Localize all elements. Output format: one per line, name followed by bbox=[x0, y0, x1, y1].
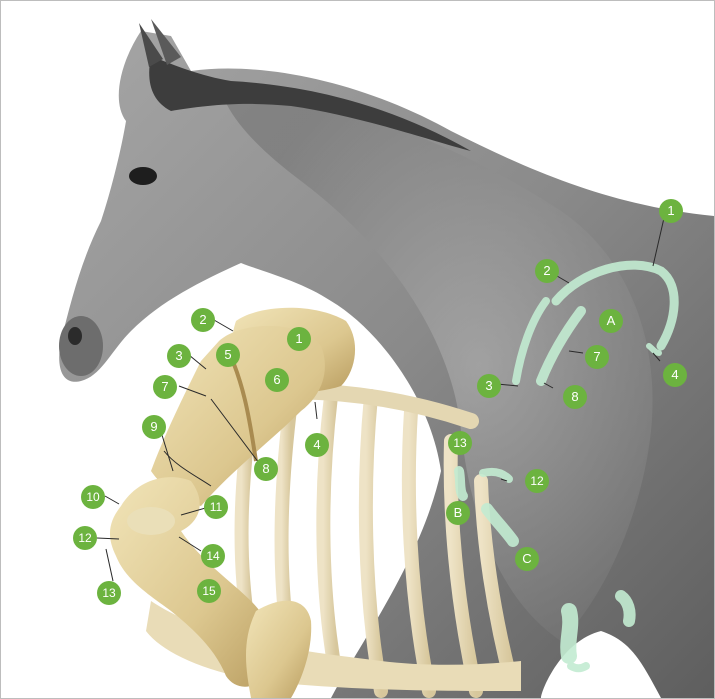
marker-5-region: 5 bbox=[216, 343, 240, 367]
marker-8-ridge-lower: 8 bbox=[254, 457, 278, 481]
marker-4-spine-rear: 4 bbox=[305, 433, 329, 457]
marker-12: 12 bbox=[73, 526, 97, 550]
marker-surface-3: 3 bbox=[477, 374, 501, 398]
horse-nostril bbox=[68, 327, 82, 345]
marker-9-neck: 9 bbox=[142, 415, 166, 439]
marker-1-scapula-area: 1 bbox=[287, 327, 311, 351]
marker-letter-b: B bbox=[446, 501, 470, 525]
marker-14: 14 bbox=[201, 544, 225, 568]
marker-11: 11 bbox=[204, 495, 228, 519]
marker-surface-8: 8 bbox=[563, 385, 587, 409]
shoulder-joint bbox=[127, 507, 175, 535]
marker-surface-1: 1 bbox=[659, 199, 683, 223]
marker-letter-c: C bbox=[515, 547, 539, 571]
horse-eye bbox=[129, 167, 157, 185]
horse-muzzle bbox=[59, 316, 103, 376]
marker-7-ridge: 7 bbox=[153, 375, 177, 399]
marker-2-spine-top: 2 bbox=[191, 308, 215, 332]
overlay-leg-1 bbox=[568, 611, 570, 656]
marker-3-spine-front: 3 bbox=[167, 344, 191, 368]
marker-surface-2: 2 bbox=[535, 259, 559, 283]
marker-surface-4: 4 bbox=[663, 363, 687, 387]
marker-surface-13: 13 bbox=[448, 431, 472, 455]
marker-6-region: 6 bbox=[265, 368, 289, 392]
marker-surface-12: 12 bbox=[525, 469, 549, 493]
marker-10: 10 bbox=[81, 485, 105, 509]
marker-letter-a: A bbox=[599, 309, 623, 333]
overlay-joint-b bbox=[459, 471, 463, 496]
marker-15: 15 bbox=[197, 579, 221, 603]
marker-surface-7: 7 bbox=[585, 345, 609, 369]
marker-13: 13 bbox=[97, 581, 121, 605]
overlay-leg-3 bbox=[571, 666, 586, 668]
